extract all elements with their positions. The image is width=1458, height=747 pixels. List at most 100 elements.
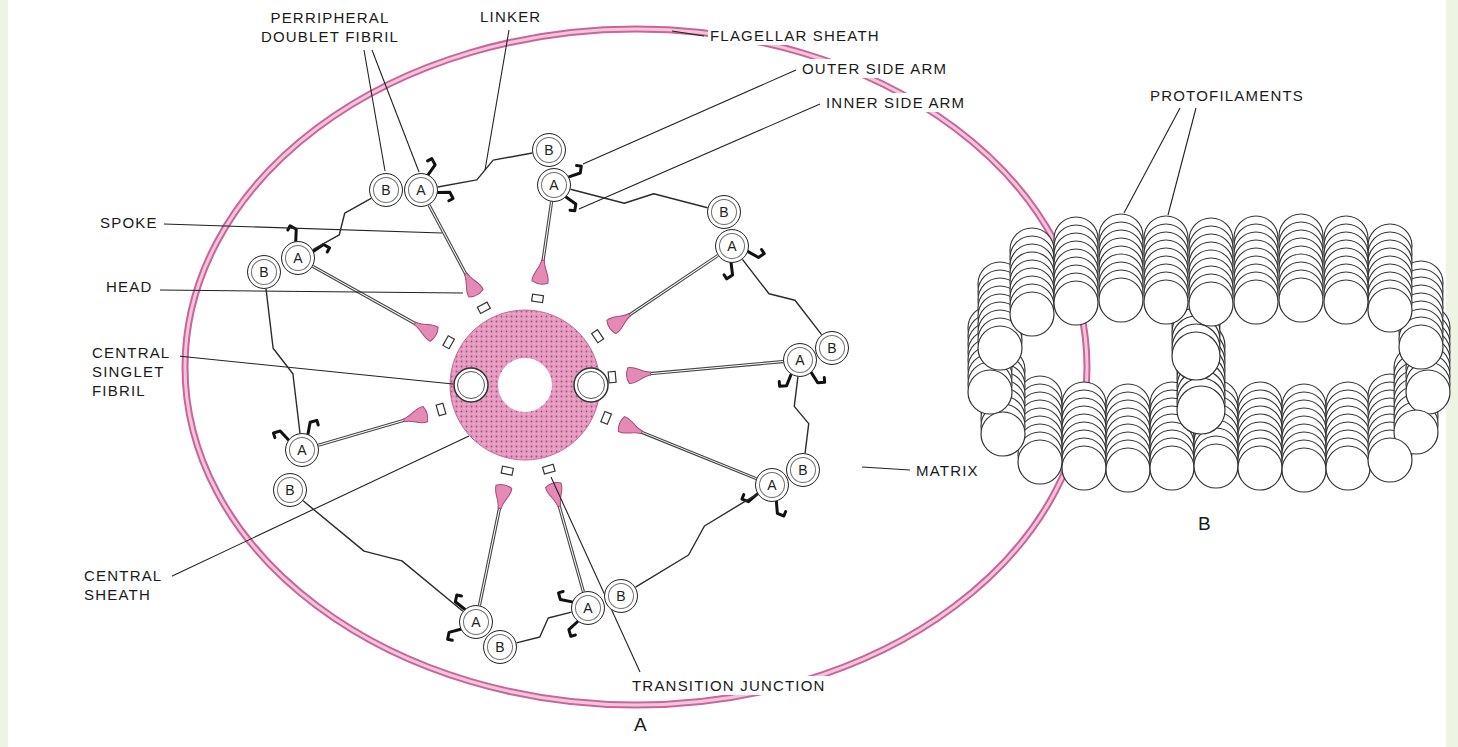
tubule-circle: B <box>786 453 820 487</box>
tubule-circle: A <box>285 433 319 467</box>
part-label: HEAD <box>104 277 154 296</box>
linker-line <box>742 259 821 334</box>
central-lumen <box>498 358 552 412</box>
spoke-head <box>492 483 513 510</box>
spoke <box>429 205 466 275</box>
leader-line <box>579 104 820 209</box>
spoke-core <box>313 266 416 324</box>
spoke-assembly <box>590 227 764 359</box>
spoke-core <box>559 505 583 591</box>
tubule-circle: A <box>755 468 789 502</box>
tubule-circle: A <box>404 173 438 207</box>
central-singlet-ring <box>578 372 605 399</box>
transition-junction <box>477 302 490 313</box>
leader-line <box>485 30 509 170</box>
tubule-circle: B <box>247 255 281 289</box>
spoke-head <box>402 406 430 428</box>
transition-junction <box>443 336 454 349</box>
tubule-letter: A <box>549 177 558 193</box>
central-singlet <box>454 368 488 402</box>
tubule-letter: B <box>616 588 625 604</box>
leader-line <box>551 477 640 672</box>
tubule-letter: B <box>285 482 294 498</box>
part-label: PERRIPHERAL DOUBLET FIBRIL <box>240 8 420 46</box>
leader-line <box>178 356 453 384</box>
linker-line <box>636 494 758 587</box>
spoke-assembly <box>448 462 516 645</box>
spoke <box>318 420 405 445</box>
inner-side-arm <box>305 420 320 434</box>
spoke-head <box>626 366 651 384</box>
spoke-head <box>617 416 645 440</box>
tubule-circle: B <box>604 579 638 613</box>
tubule-circle: A <box>571 591 605 625</box>
spoke <box>559 505 583 591</box>
spoke <box>629 256 718 316</box>
central-singlet-ring <box>458 372 485 399</box>
transition-junction <box>543 464 555 474</box>
part-label: FLAGELLAR SHEATH <box>708 26 882 45</box>
spoke-core <box>318 420 405 445</box>
tubule-circle: A <box>715 229 749 263</box>
spoke-assembly <box>403 159 507 315</box>
linker-line <box>266 289 300 433</box>
spoke <box>479 507 499 605</box>
transition-junction <box>436 403 446 416</box>
spoke-assembly <box>594 409 796 516</box>
leader-line <box>583 70 796 164</box>
inner-side-arm <box>721 263 737 279</box>
flagellar-sheath-inner <box>185 29 1087 705</box>
tubule-circle: A <box>783 343 817 377</box>
tubule-letter: B <box>495 639 504 655</box>
spoke-core <box>629 256 718 316</box>
linker-line <box>313 198 371 249</box>
transition-junction <box>608 371 616 383</box>
transition-junction <box>601 411 612 424</box>
tubule-letter: A <box>767 477 776 493</box>
inner-side-arm <box>438 188 453 204</box>
inner-side-arm <box>779 374 792 386</box>
spoke <box>543 202 552 261</box>
tubule-letter: A <box>795 352 804 368</box>
tubule-letter: B <box>259 264 268 280</box>
linker-line <box>303 501 463 611</box>
part-label: LINKER <box>478 7 543 26</box>
leader-line <box>1168 108 1196 215</box>
spoke-head <box>411 316 440 342</box>
outer-side-arm <box>569 165 581 179</box>
tubule-letter: B <box>719 204 728 220</box>
central-singlet <box>574 368 608 402</box>
tubule-circle: A <box>281 241 315 275</box>
spoke-core <box>429 205 466 275</box>
spoke-head <box>532 259 551 285</box>
outer-side-arm <box>422 159 437 175</box>
figure-letter: B <box>1196 513 1213 535</box>
spoke <box>649 362 783 374</box>
linker-line <box>438 153 533 187</box>
tubule-circle: B <box>707 195 741 229</box>
spoke-assembly <box>529 161 581 305</box>
spoke-core <box>641 432 756 479</box>
outer-side-arm <box>772 501 788 516</box>
leader-line <box>372 50 419 172</box>
tubule-circle: B <box>815 331 849 365</box>
spoke-core <box>649 362 783 374</box>
leader-line <box>672 31 704 36</box>
leader-line <box>862 467 910 470</box>
spoke <box>641 432 756 479</box>
part-label: SPOKE <box>98 213 160 232</box>
tubule-circle: B <box>369 173 403 207</box>
part-label: OUTER SIDE ARM <box>800 59 949 78</box>
spoke <box>313 266 416 324</box>
leader-line <box>364 50 385 171</box>
tubule-circle: B <box>483 630 517 664</box>
tubule-letter: A <box>297 442 306 458</box>
part-label: MATRIX <box>914 461 981 480</box>
leader-line <box>164 224 442 233</box>
outer-side-arm <box>811 372 824 384</box>
outer-side-arm <box>748 245 764 261</box>
outer-side-arm <box>567 621 581 636</box>
leader-line <box>160 290 463 293</box>
